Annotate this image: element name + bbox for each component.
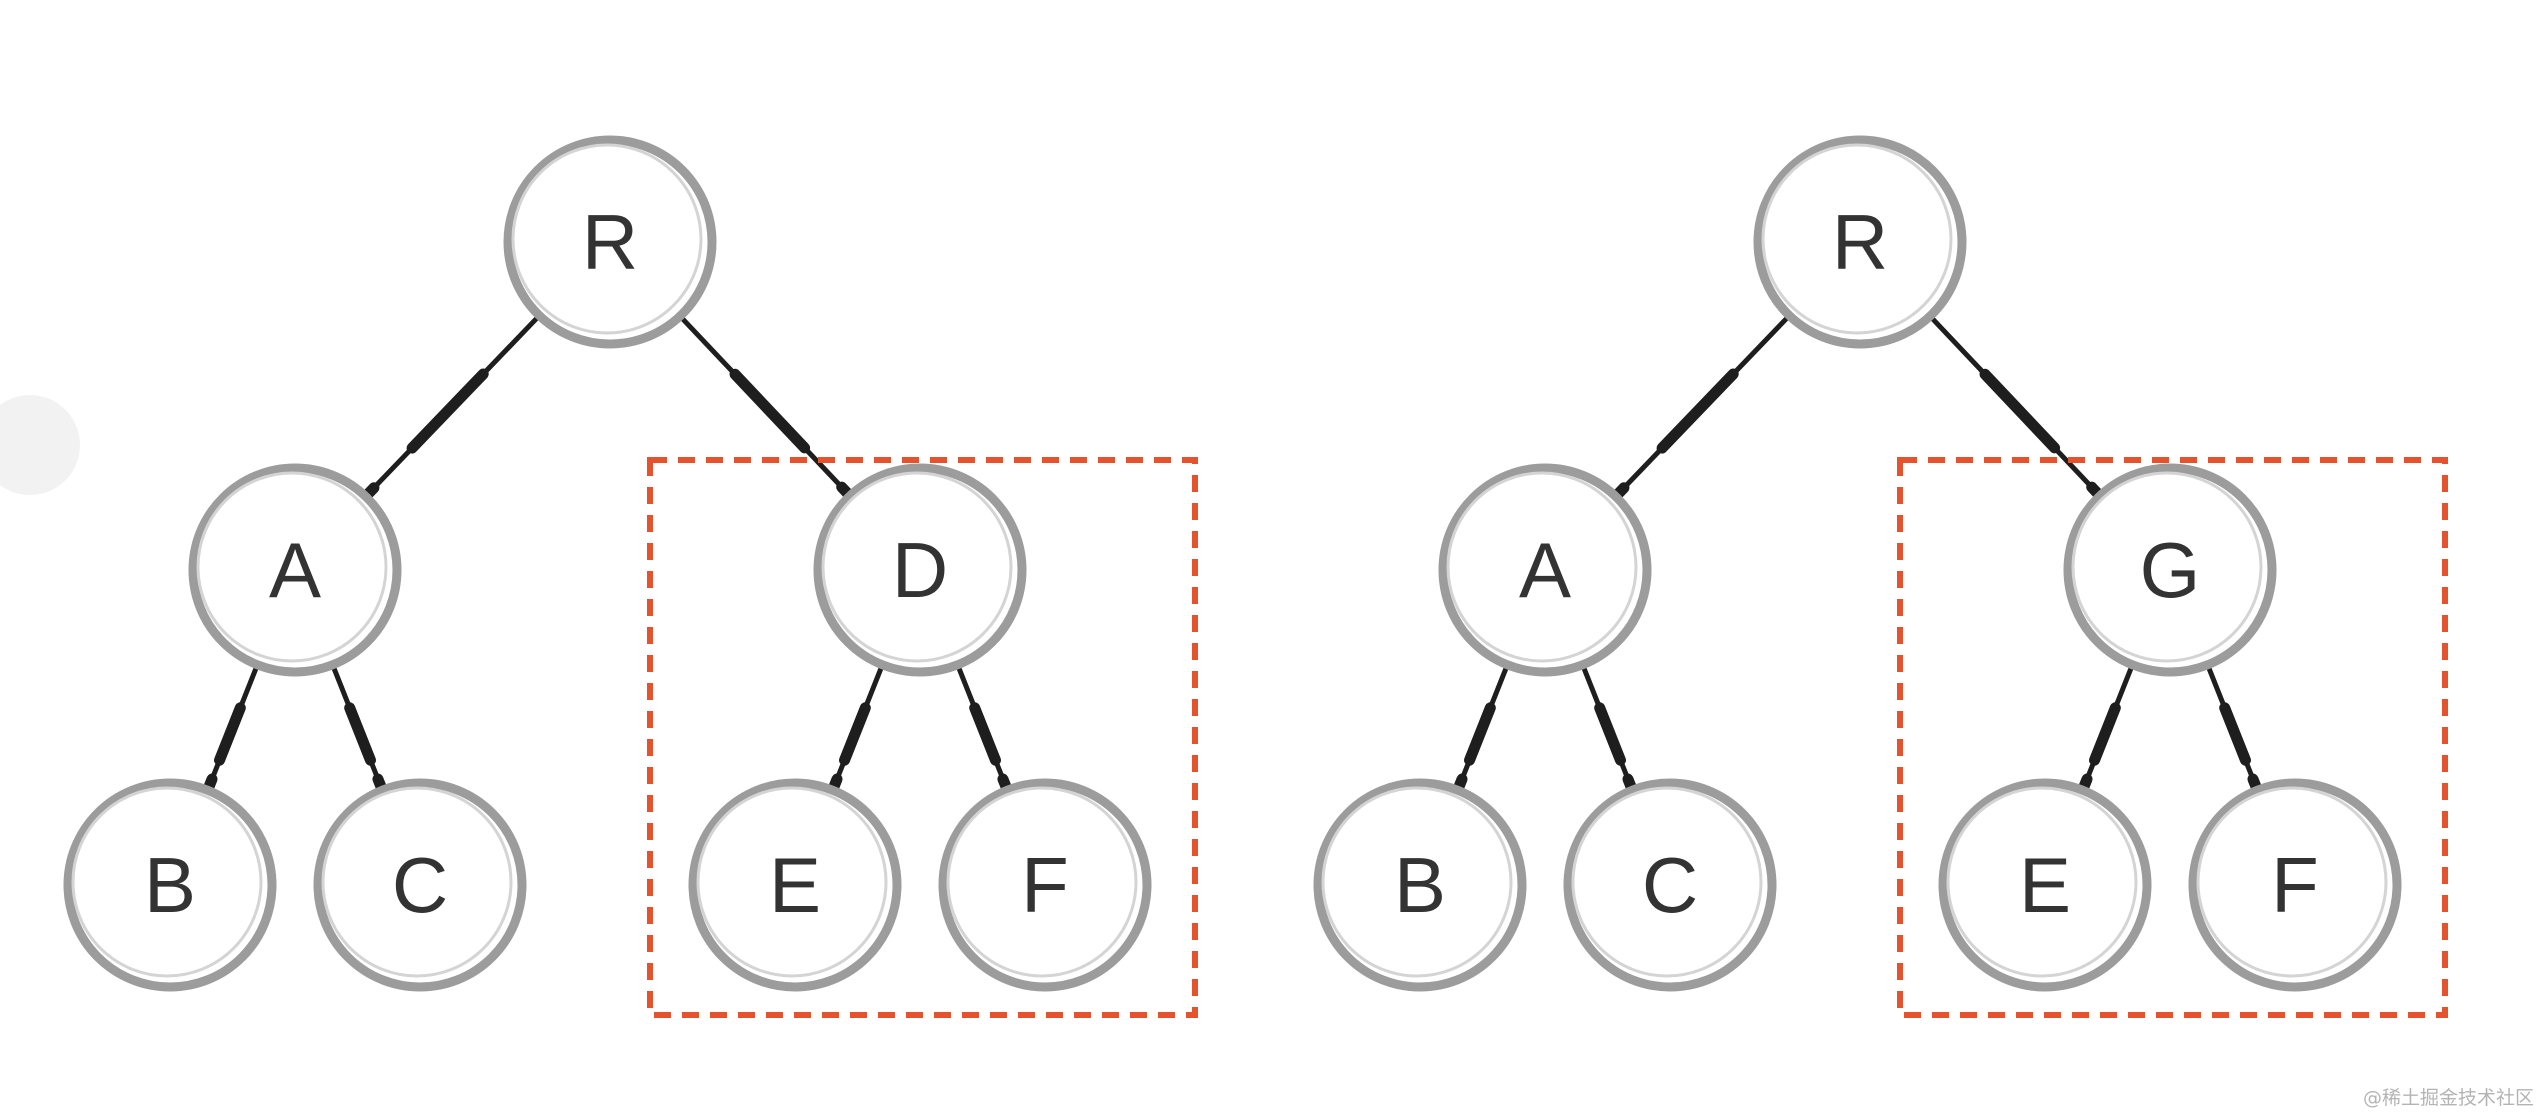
node-label: C	[392, 841, 448, 929]
node-label: D	[892, 526, 948, 614]
node-label: A	[269, 526, 321, 614]
node-left-tree-A: A	[188, 463, 402, 677]
edge-right-tree-G-E	[2073, 666, 2134, 805]
node-right-tree-A: A	[1438, 463, 1652, 677]
node-right-tree-R: R	[1753, 135, 1967, 349]
node-circle	[1563, 778, 1777, 992]
node-circle	[1938, 778, 2152, 992]
node-circle	[938, 778, 1152, 992]
edge-right-tree-G-F	[2206, 666, 2267, 805]
node-circle	[1438, 463, 1652, 677]
node-label: R	[582, 198, 638, 286]
edge-left-tree-R-A	[353, 315, 540, 510]
nodes-layer: R A D B C E F R A G B C E F	[63, 135, 2402, 992]
node-left-tree-F: F	[938, 778, 1152, 992]
node-right-tree-C: C	[1563, 778, 1777, 992]
node-left-tree-R: R	[503, 135, 717, 349]
node-circle	[2063, 463, 2277, 677]
node-circle	[1753, 135, 1967, 349]
node-label: F	[1021, 841, 1069, 929]
node-right-tree-G: G	[2063, 463, 2277, 677]
edge-left-tree-D-F	[956, 666, 1017, 805]
edge-right-tree-R-A	[1603, 315, 1790, 510]
node-right-tree-B: B	[1313, 778, 1527, 992]
node-label: A	[1519, 526, 1571, 614]
edge-left-tree-A-C	[331, 666, 392, 805]
edge-right-tree-R-G	[1930, 316, 2113, 509]
node-circle	[63, 778, 277, 992]
node-label: R	[1832, 198, 1888, 286]
node-left-tree-D: D	[813, 463, 1027, 677]
edge-right-tree-A-C	[1581, 666, 1642, 805]
node-right-tree-F: F	[2188, 778, 2402, 992]
node-left-tree-B: B	[63, 778, 277, 992]
edge-left-tree-R-D	[680, 316, 863, 509]
edge-left-tree-D-E	[823, 666, 884, 805]
node-label: G	[2140, 526, 2201, 614]
edge-right-tree-A-B	[1448, 666, 1509, 805]
node-right-tree-E: E	[1938, 778, 2152, 992]
node-label: B	[144, 841, 196, 929]
side-dot	[0, 395, 80, 495]
highlight-boxes-layer	[647, 457, 2448, 1018]
node-label: E	[769, 841, 821, 929]
node-circle	[503, 135, 717, 349]
node-circle	[813, 463, 1027, 677]
node-label: C	[1642, 841, 1698, 929]
node-circle	[2188, 778, 2402, 992]
highlight-box-left-tree	[647, 457, 1198, 1018]
node-circle	[1313, 778, 1527, 992]
node-label: E	[2019, 841, 2071, 929]
node-label: B	[1394, 841, 1446, 929]
highlight-box-right-tree	[1897, 457, 2448, 1018]
node-circle	[188, 463, 402, 677]
edge-left-tree-A-B	[198, 666, 259, 805]
node-label: F	[2271, 841, 2319, 929]
edges-layer	[198, 315, 2267, 805]
node-circle	[688, 778, 902, 992]
node-left-tree-C: C	[313, 778, 527, 992]
node-circle	[313, 778, 527, 992]
node-left-tree-E: E	[688, 778, 902, 992]
watermark-text: @稀土掘金技术社区	[2362, 1087, 2534, 1109]
